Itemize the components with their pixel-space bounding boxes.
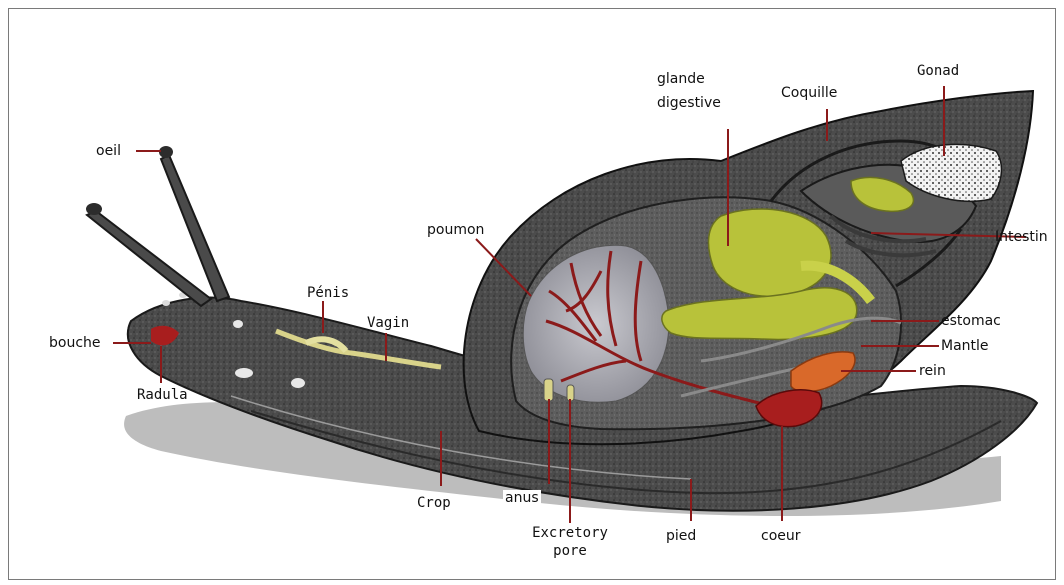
excretory-pore-structure [567,385,574,401]
label-anus: anus [503,490,541,506]
label-rein: rein [919,363,946,379]
label-radula: Radula [137,387,188,403]
tentacles [86,146,229,306]
label-excretory-line1: Excretory [525,525,615,541]
label-coeur: coeur [761,528,801,544]
label-estomac: estomac [941,313,1001,329]
label-poumon: poumon [427,222,484,238]
label-mantle: Mantle [941,338,989,354]
label-vagin: Vagin [367,315,409,331]
label-gonad: Gonad [917,63,959,79]
label-bouche: bouche [49,335,101,351]
label-penis: Pénis [307,285,349,301]
diagram-frame: oeil bouche Radula Pénis Vagin poumon gl… [8,8,1056,580]
label-pied: pied [666,528,696,544]
label-coquille: Coquille [781,85,837,101]
label-excretory-line2: pore [525,543,615,559]
label-glande-line1: glande [657,71,705,87]
label-glande-line2: digestive [657,95,721,111]
label-oeil: oeil [96,143,121,159]
label-crop: Crop [417,495,451,511]
anus-structure [544,379,553,401]
label-intestin: Intestin [995,229,1048,245]
